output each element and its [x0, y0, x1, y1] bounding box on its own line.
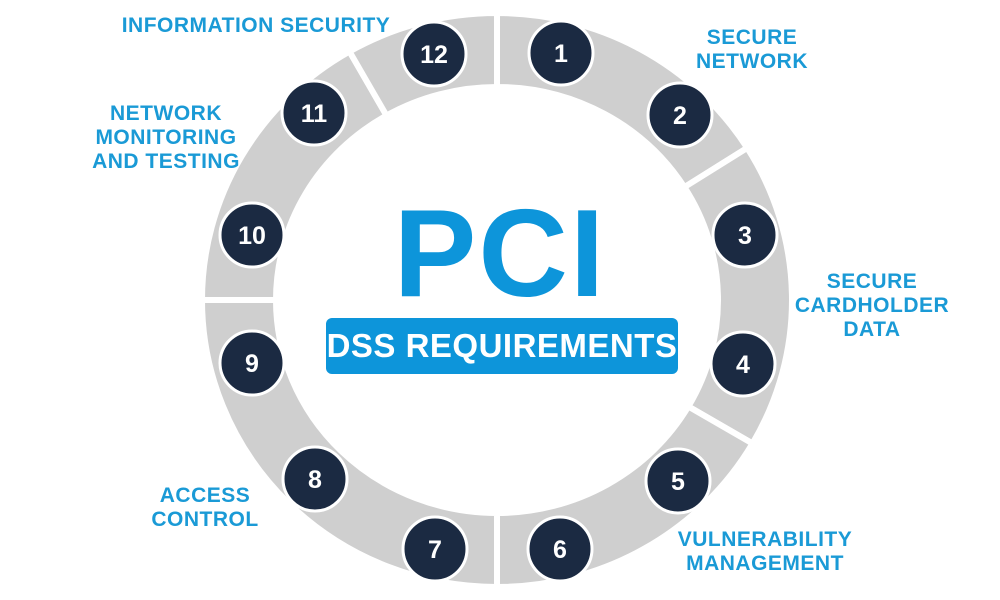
requirement-badge [281, 445, 349, 513]
requirement-badge [218, 329, 286, 397]
label-vulnerability-management: VULNERABILITY MANAGEMENT [677, 528, 853, 575]
requirement-3: 3 [711, 201, 779, 269]
requirement-badge [711, 201, 779, 269]
requirement-9: 9 [218, 329, 286, 397]
requirement-1: 1 [527, 19, 595, 87]
requirement-badge [400, 20, 468, 88]
requirement-badge [280, 79, 348, 147]
requirement-number: 10 [238, 222, 266, 250]
requirement-number: 3 [738, 222, 752, 250]
label-information-security: INFORMATION SECURITY [121, 14, 391, 37]
requirement-number: 1 [554, 40, 568, 68]
requirement-number: 4 [736, 351, 750, 379]
label-secure-network: SECURE NETWORK [696, 26, 808, 73]
requirement-badge [644, 447, 712, 515]
requirement-badge [401, 515, 469, 583]
requirement-badge [646, 81, 714, 149]
requirement-2: 2 [646, 81, 714, 149]
requirement-5: 5 [644, 447, 712, 515]
label-network-monitoring-testing: NETWORK MONITORING AND TESTING [92, 102, 240, 173]
requirement-number: 9 [245, 350, 259, 378]
requirement-11: 11 [280, 79, 348, 147]
requirement-number: 12 [420, 41, 448, 69]
requirement-10: 10 [218, 201, 286, 269]
requirement-number: 2 [673, 102, 687, 130]
requirement-badge [709, 330, 777, 398]
pci-title: PCI [393, 185, 607, 323]
requirement-number: 5 [671, 468, 685, 496]
requirement-4: 4 [709, 330, 777, 398]
requirement-badge [527, 19, 595, 87]
label-access-control: ACCESS CONTROL [151, 484, 259, 531]
dss-requirements-banner: DSS REQUIREMENTS [326, 318, 678, 374]
requirement-number: 7 [428, 536, 442, 564]
requirement-7: 7 [401, 515, 469, 583]
requirement-number: 8 [308, 466, 322, 494]
requirement-6: 6 [526, 515, 594, 583]
label-secure-cardholder-data: SECURE CARDHOLDER DATA [794, 270, 950, 341]
requirement-12: 12 [400, 20, 468, 88]
requirement-number: 11 [301, 100, 328, 128]
requirement-badge [218, 201, 286, 269]
requirement-number: 6 [553, 536, 567, 564]
requirement-8: 8 [281, 445, 349, 513]
requirement-badge [526, 515, 594, 583]
